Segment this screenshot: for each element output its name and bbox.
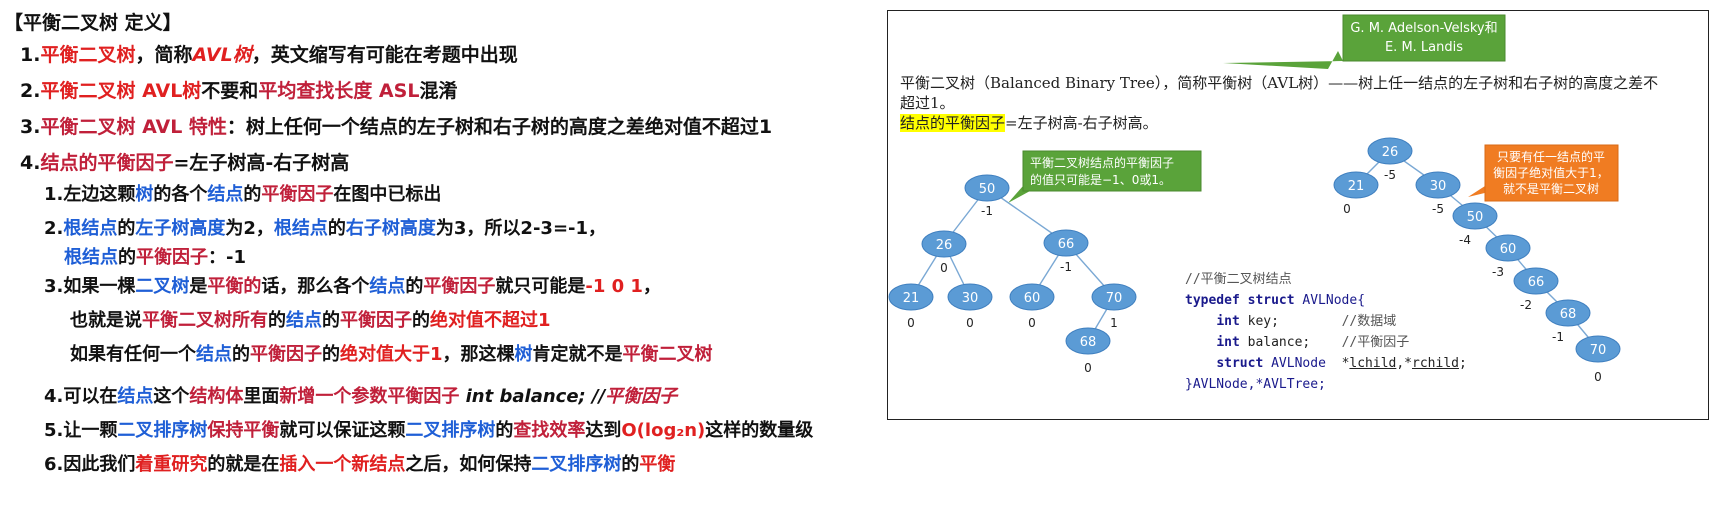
point-4: 4.结点的平衡因子=左子树高-右子树高 xyxy=(20,152,350,174)
right-tree-node-50 xyxy=(1452,202,1498,230)
balanced-tree: 50 -1 26 0 66 -1 21 0 30 0 60 0 70 1 68 0 xyxy=(888,174,1137,375)
unbalanced-line2: 衡因子绝对值大于1， xyxy=(1493,165,1609,180)
code-line-key: int key; //数据域 xyxy=(1216,314,1397,329)
sub-point-1: 1.左边这颗树的各个结点的平衡因子在图中已标出 xyxy=(44,184,442,205)
right-tree-bf-21: 0 xyxy=(1343,202,1351,216)
right-tree-bf-66: -2 xyxy=(1520,298,1532,312)
left-tree-node-68 xyxy=(1065,327,1111,355)
left-tree-bf-70: 1 xyxy=(1110,316,1118,330)
unbalanced-callout: 只要有任一结点的平 衡因子绝对值大于1， 就不是平衡二叉树 xyxy=(1468,144,1619,202)
left-tree-bf-50: -1 xyxy=(981,204,993,218)
left-tree-bf-30: 0 xyxy=(966,316,974,330)
avl-diagram: G. M. Adelson-Velsky和 E. M. Landis 平衡二叉树… xyxy=(888,14,1621,384)
left-tree-key-30: 30 xyxy=(962,291,979,306)
avlnode-code: //平衡二叉树结点 typedef struct AVLNode{ int key… xyxy=(1185,269,1467,395)
left-tree-key-60: 60 xyxy=(1024,291,1041,306)
right-tree-key-26: 26 xyxy=(1382,145,1399,160)
right-tree-node-60 xyxy=(1485,234,1531,262)
left-tree-bf-60: 0 xyxy=(1028,316,1036,330)
right-tree-bf-30: -5 xyxy=(1432,202,1444,216)
definition-line: 平衡二叉树（Balanced Binary Tree），简称平衡树（AVL树）—… xyxy=(900,74,1659,112)
right-tree-node-70 xyxy=(1575,335,1621,363)
sub-point-4: 4.可以在结点这个结构体里面新增一个参数平衡因子 int balance; //… xyxy=(44,386,678,407)
sub-point-3-cont2: 如果有任何一个结点的平衡因子的绝对值大于1，那这棵树肯定就不是平衡二叉树 xyxy=(70,344,713,365)
right-tree-key-66: 66 xyxy=(1528,275,1545,290)
author-callout-line1: G. M. Adelson-Velsky和 xyxy=(1350,21,1497,36)
left-tree-node-21 xyxy=(888,283,934,311)
right-tree-key-70: 70 xyxy=(1590,343,1607,358)
left-tree-node-26 xyxy=(921,230,967,258)
sub-point-2-cont: 根结点的平衡因子：-1 xyxy=(64,247,246,268)
point-2: 2.平衡二叉树 AVL树不要和平均查找长度 ASL混淆 xyxy=(20,80,458,102)
right-tree-bf-70: 0 xyxy=(1594,370,1602,384)
left-tree-bf-26: 0 xyxy=(940,261,948,275)
right-tree-node-66 xyxy=(1513,267,1559,295)
left-tree-bf-68: 0 xyxy=(1084,361,1092,375)
right-tree-key-30: 30 xyxy=(1430,179,1447,194)
bf-range-callout: 平衡二叉树结点的平衡因子 的值只可能是−1、0或1。 xyxy=(1008,150,1202,203)
unbalanced-line3: 就不是平衡二叉树 xyxy=(1503,181,1599,196)
left-tree-key-50: 50 xyxy=(979,182,996,197)
right-tree-node-68 xyxy=(1545,299,1591,327)
left-tree-key-21: 21 xyxy=(903,291,920,306)
right-tree-bf-26: -5 xyxy=(1384,168,1396,182)
left-tree-node-50 xyxy=(964,174,1010,202)
left-tree-key-26: 26 xyxy=(936,238,953,253)
author-callout-line2: E. M. Landis xyxy=(1385,40,1463,55)
author-callout: G. M. Adelson-Velsky和 E. M. Landis xyxy=(1223,14,1506,69)
left-tree-node-30 xyxy=(947,283,993,311)
right-tree-key-21: 21 xyxy=(1348,179,1365,194)
bf-range-line1: 平衡二叉树结点的平衡因子 xyxy=(1030,155,1174,170)
balance-factor-definition: 结点的平衡因子=左子树高-右子树高。 xyxy=(900,114,1158,132)
right-tree-node-26 xyxy=(1367,137,1413,165)
code-comment: //平衡二叉树结点 xyxy=(1185,272,1292,287)
unbalanced-tree: 26 -5 21 0 30 -5 50 -4 60 -3 66 -2 68 -1 70 0 xyxy=(1333,137,1621,384)
unbalanced-line1: 只要有任一结点的平 xyxy=(1497,149,1605,164)
notes-panel: 【平衡二叉树 定义】 1.平衡二叉树，简称AVL树，英文缩写有可能在考题中出现 … xyxy=(4,12,814,475)
right-tree-key-68: 68 xyxy=(1560,307,1577,322)
right-tree-node-21 xyxy=(1333,171,1379,199)
code-line-children: struct AVLNode *lchild,*rchild; xyxy=(1216,356,1467,371)
sub-point-2: 2.根结点的左子树高度为2，根结点的右子树高度为3，所以2-3=-1， xyxy=(44,218,607,239)
avl-figure: G. M. Adelson-Velsky和 E. M. Landis 平衡二叉树… xyxy=(887,10,1709,420)
left-tree-key-68: 68 xyxy=(1080,335,1097,350)
left-tree-node-60 xyxy=(1009,283,1055,311)
sub-point-6: 6.因此我们着重研究的就是在插入一个新结点之后，如何保持二叉排序树的平衡 xyxy=(44,454,676,475)
code-line-typedef: typedef struct AVLNode{ xyxy=(1185,293,1366,308)
code-line-end: }AVLNode,*AVLTree; xyxy=(1185,377,1326,392)
right-tree-bf-68: -1 xyxy=(1552,330,1564,344)
balance-factor-term: 结点的平衡因子 xyxy=(900,114,1006,132)
code-line-balance: int balance; //平衡因子 xyxy=(1216,335,1410,350)
left-tree-node-66 xyxy=(1043,229,1089,257)
sub-point-5: 5.让一颗二叉排序树保持平衡就可以保证这颗二叉排序树的查找效率达到O(log₂n… xyxy=(44,420,814,441)
right-tree-bf-60: -3 xyxy=(1492,265,1504,279)
left-tree-bf-21: 0 xyxy=(907,316,915,330)
right-tree-bf-50: -4 xyxy=(1459,233,1471,247)
right-tree-key-50: 50 xyxy=(1467,210,1484,225)
point-3: 3.平衡二叉树 AVL 特性：树上任何一个结点的左子树和右子树的高度之差绝对值不… xyxy=(20,116,773,138)
left-tree-bf-66: -1 xyxy=(1060,260,1072,274)
section-heading: 【平衡二叉树 定义】 xyxy=(4,12,182,34)
definition-text: 平衡二叉树（Balanced Binary Tree），简称平衡树（AVL树）—… xyxy=(900,73,1660,133)
sub-point-3: 3.如果一棵二叉树是平衡的话，那么各个结点的平衡因子就只可能是-1 0 1， xyxy=(44,276,661,297)
left-tree-key-70: 70 xyxy=(1106,291,1123,306)
right-tree-key-60: 60 xyxy=(1500,242,1517,257)
right-tree-node-30 xyxy=(1415,171,1461,199)
left-tree-node-70 xyxy=(1091,283,1137,311)
sub-point-3-cont: 也就是说平衡二叉树所有的结点的平衡因子的绝对值不超过1 xyxy=(70,310,551,331)
bf-range-line2: 的值只可能是−1、0或1。 xyxy=(1030,172,1171,187)
point-1: 1.平衡二叉树，简称AVL树，英文缩写有可能在考题中出现 xyxy=(20,44,518,66)
left-tree-key-66: 66 xyxy=(1058,237,1075,252)
